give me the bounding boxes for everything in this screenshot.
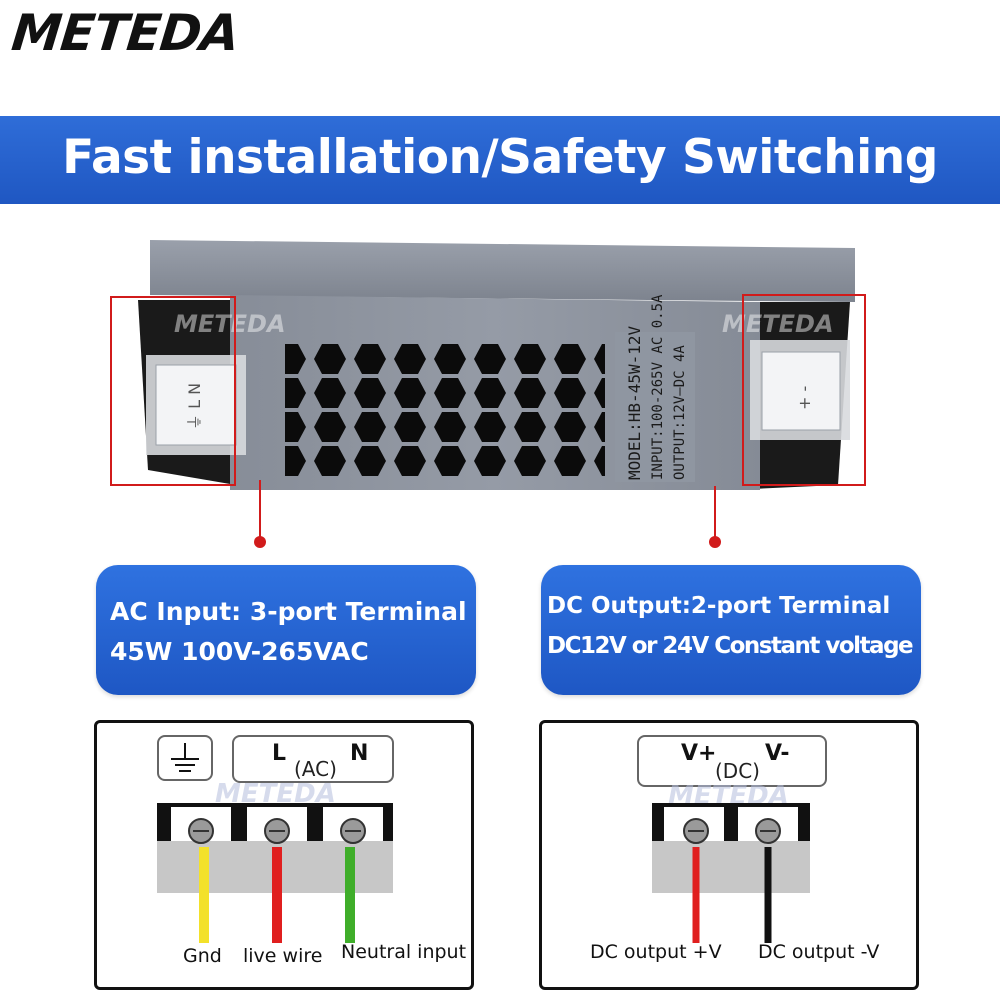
banner-title: Fast installation/Safety Switching [62, 130, 938, 185]
gnd-label: Gnd [183, 945, 222, 967]
output-terminal-marks: + - [795, 386, 814, 410]
output-leader-line [714, 486, 716, 540]
ground-icon [171, 743, 199, 772]
ac-callout-line-2: 45W 100V-265VAC [110, 637, 369, 666]
product-watermark-right: METEDA [722, 310, 834, 338]
model-label-line-2: INPUT:100-265V AC 0.5A [650, 294, 666, 480]
dc-terminal-label-box: V+ (DC) V- [637, 735, 827, 787]
dc-callout-line-1: DC Output:2-port Terminal [547, 593, 891, 619]
ac-wiring-panel: L (AC) N METEDA Gnd live wire Neutral in… [94, 720, 474, 990]
model-label-line-3: OUTPUT:12V—DC 4A [672, 345, 688, 480]
n-label: N [350, 741, 369, 766]
dc-callout-line-2: DC12V or 24V Constant voltage [547, 633, 914, 659]
dc-terminal-block [652, 803, 810, 943]
dc-label: (DC) [715, 759, 760, 783]
power-supply-image: MODEL:HB-45W-12V INPUT:100-265V AC 0.5A … [110, 240, 870, 500]
live-wire-label: live wire [243, 945, 323, 967]
output-leader-dot [709, 536, 721, 548]
input-terminal-marks: ⏚ L N [185, 383, 204, 430]
output-terminal-highlight [742, 294, 866, 486]
input-terminal-highlight [110, 296, 236, 486]
ac-label: (AC) [294, 757, 337, 781]
dc-output-minus-label: DC output -V [758, 941, 880, 963]
ac-terminal-label-box: L (AC) N [232, 735, 394, 783]
ground-symbol-box [157, 735, 213, 781]
model-label-line-1: MODEL:HB-45W-12V [625, 326, 644, 480]
vminus-label: V- [765, 741, 790, 766]
dc-output-callout: DC Output:2-port Terminal DC12V or 24V C… [541, 565, 921, 695]
dc-output-plus-label: DC output +V [590, 941, 722, 963]
neutral-input-label: Neutral input [341, 941, 467, 963]
input-leader-line [259, 480, 261, 540]
vplus-label: V+ [681, 741, 717, 766]
brand-logo: METEDA [8, 4, 242, 62]
title-banner: Fast installation/Safety Switching [0, 116, 1000, 204]
product-watermark-left: METEDA [174, 310, 286, 338]
ac-callout-line-1: AC Input: 3-port Terminal [110, 597, 467, 626]
input-leader-dot [254, 536, 266, 548]
ac-terminal-block [157, 803, 393, 943]
ac-input-callout: AC Input: 3-port Terminal 45W 100V-265VA… [96, 565, 476, 695]
dc-wiring-panel: V+ (DC) V- METEDA DC output +V DC output… [539, 720, 919, 990]
l-label: L [272, 741, 287, 766]
